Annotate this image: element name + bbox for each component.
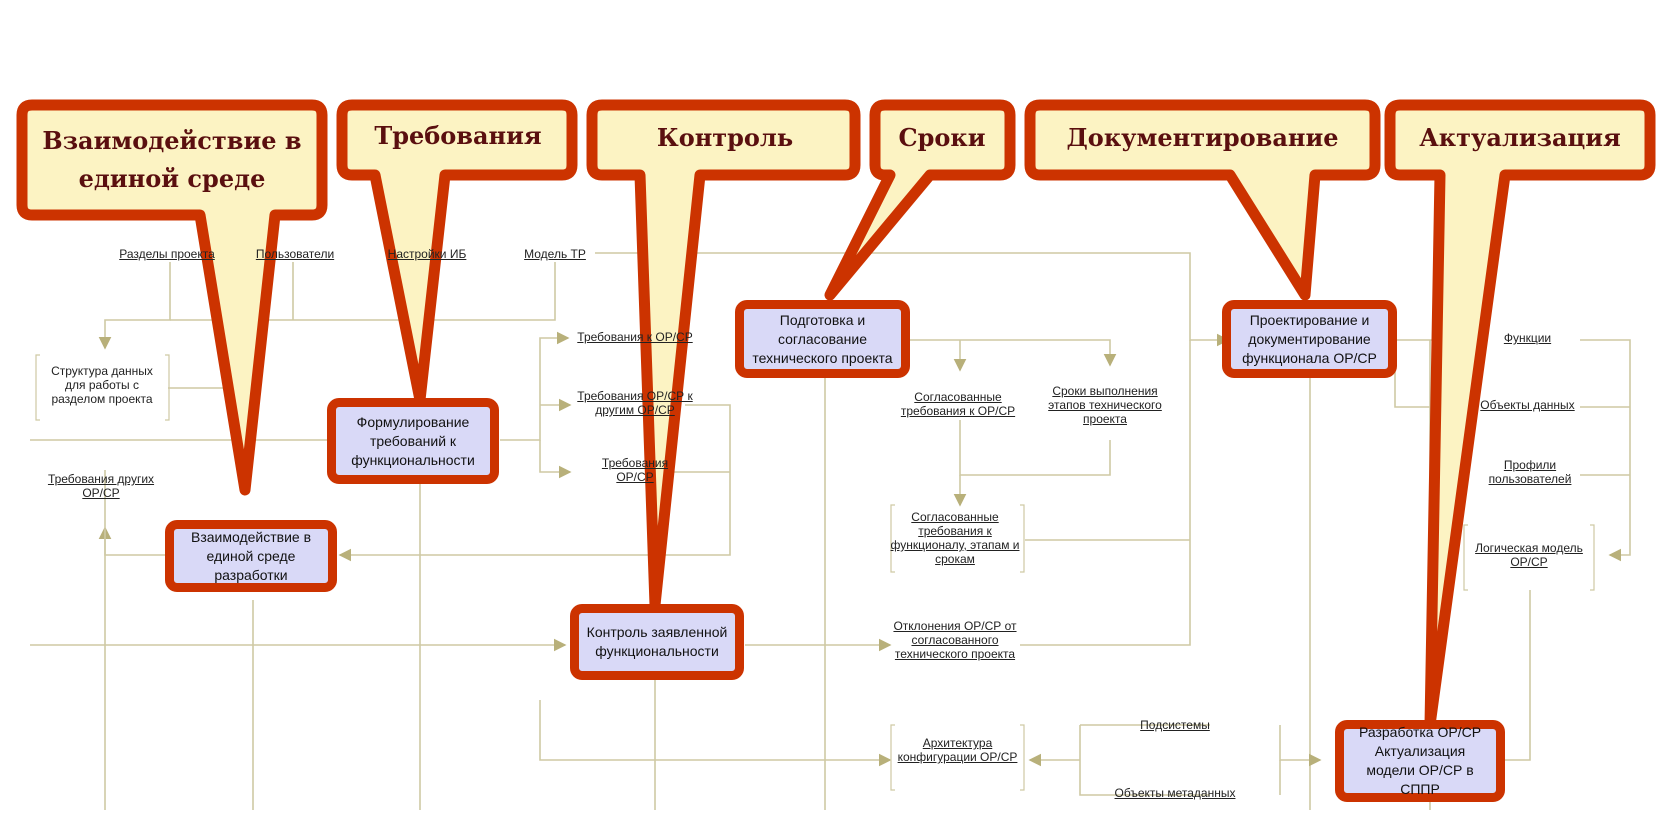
callout-control: Контроль xyxy=(656,123,794,152)
bracket-marks xyxy=(35,354,1595,791)
label-req-other: Требования ОР/СР к другим ОР/СР xyxy=(577,389,693,417)
label-deadlines: Сроки выполнения этапов технического про… xyxy=(1048,384,1162,426)
label-users: Пользователи xyxy=(255,247,335,261)
label-logic-model: Логическая модель ОР/СР xyxy=(1475,541,1583,569)
label-structure: Структура данных для работы с разделом п… xyxy=(51,364,153,406)
process-preparation[interactable]: Подготовка и согласование технического п… xyxy=(735,300,910,378)
label-profiles: Профили пользователей xyxy=(1488,458,1572,486)
callout-requirements: Требования xyxy=(374,121,542,150)
label-agreed-req: Согласованные требования к ОР/СР xyxy=(900,390,1016,418)
callout-terms: Сроки xyxy=(898,123,986,152)
label-model: Модель ТР xyxy=(524,247,586,261)
label-metadata: Объекты метаданных xyxy=(1114,786,1236,800)
callout-interaction: Взаимодействие в единой среде xyxy=(42,126,302,193)
label-agreed-full: Согласованные требования к функционалу, … xyxy=(890,510,1020,566)
flow-lines xyxy=(30,252,1631,810)
label-deviations: Отклонения ОР/СР от согласованного техни… xyxy=(893,619,1017,661)
label-sections: Разделы проекта xyxy=(119,247,215,261)
process-formulate[interactable]: Формулирование требований к функциональн… xyxy=(327,398,499,484)
process-design[interactable]: Проектирование и документирование функци… xyxy=(1222,300,1397,378)
label-req-orsr: Требования к ОР/СР xyxy=(577,330,693,344)
callout-inner-fills xyxy=(28,111,1644,209)
process-development[interactable]: Разработка ОР/СР Актуализация модели ОР/… xyxy=(1335,720,1505,802)
label-functions: Функции xyxy=(1503,331,1552,345)
label-settings: Настройки ИБ xyxy=(387,247,467,261)
process-interaction[interactable]: Взаимодействие в единой среде разработки xyxy=(165,520,337,592)
label-architecture: Архитектура конфигурации ОР/СР xyxy=(897,736,1018,764)
process-control[interactable]: Контроль заявленной функциональности xyxy=(570,604,744,680)
label-data-objects: Объекты данных xyxy=(1480,398,1575,412)
label-other-req: Требования других ОР/СР xyxy=(47,472,155,500)
callout-actualization: Актуализация xyxy=(1419,123,1621,152)
callout-documentation: Документирование xyxy=(1066,123,1339,152)
label-req-short: Требования ОР/СР xyxy=(601,456,669,484)
label-subsystems: Подсистемы xyxy=(1140,718,1210,732)
